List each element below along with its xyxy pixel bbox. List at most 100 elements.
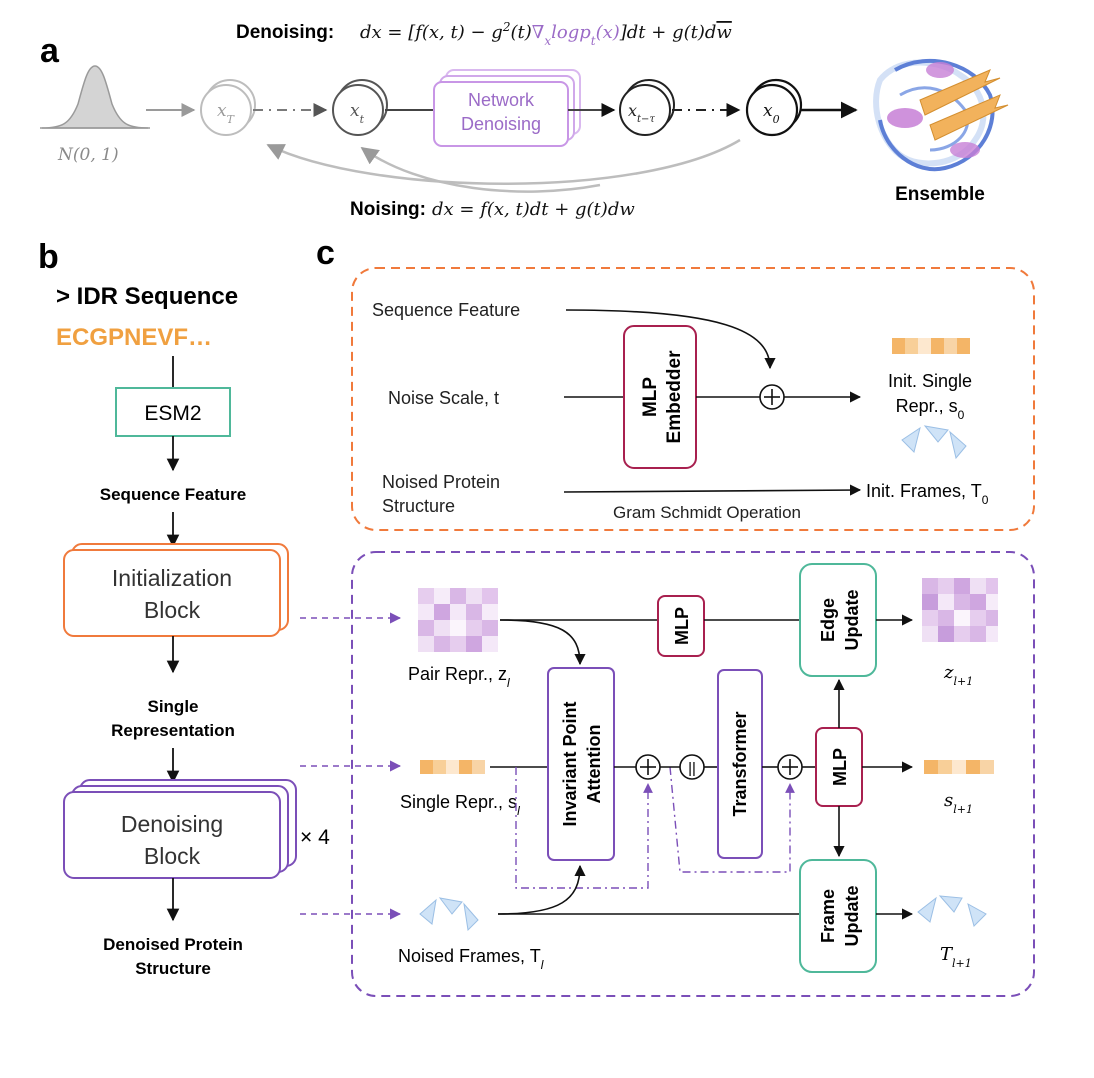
node-xttau-x: x (628, 101, 637, 120)
s-out-label: sl+1 (944, 790, 973, 816)
network-box (433, 81, 569, 147)
transformer-box (717, 669, 763, 859)
node-x0 (745, 83, 799, 137)
init-frames-text: Init. Frames, T (866, 481, 982, 501)
node-xttau-sub: t−τ (637, 114, 655, 125)
arrow-frames-ipa (497, 864, 586, 915)
noised-frames-icon (419, 897, 479, 932)
denoise-formula-tail: ]dt + g(t)d (619, 22, 717, 43)
b-output-1: Denoised Protein (103, 935, 243, 954)
node-xT-label: xT (217, 101, 236, 126)
c-noised-struct-1: Noised Protein (382, 472, 500, 492)
denoising-title: Denoising: (236, 22, 334, 43)
s-out-text: s (944, 790, 953, 811)
init-single-strip (892, 338, 970, 354)
denoise-formula-log: logp (551, 22, 591, 43)
gaussian-curve (41, 65, 149, 129)
idr-sequence: ECGPNEVF… (56, 324, 212, 351)
node-x0-sub: 0 (773, 113, 780, 126)
esm2-label: ESM2 (144, 402, 201, 425)
noised-frames-label: Noised Frames, Tl (398, 946, 544, 972)
init-block (63, 549, 281, 637)
node-xT-sub: T (227, 113, 236, 126)
denoise-formula-grad: ∇ (532, 22, 545, 43)
t-out-label: Tl+1 (940, 944, 972, 970)
denoise-region (351, 551, 1035, 997)
t-out-frames-icon (917, 895, 987, 927)
noising-arc-long (266, 138, 741, 185)
mlp-embedder-label-2: Embedder (664, 350, 685, 444)
panel-a-label: a (40, 32, 60, 70)
init-single-2-sub: 0 (958, 408, 965, 422)
panel-c-label: c (316, 234, 335, 272)
z-out-sub: l+1 (953, 675, 973, 688)
node-x0-label: x0 (763, 101, 780, 126)
t-out-sub: l+1 (952, 957, 972, 970)
init-single-1: Init. Single (888, 371, 972, 391)
init-frames: Init. Frames, T0 (866, 481, 989, 507)
init-frames-icon (901, 425, 967, 460)
noised-frames-sub: l (541, 958, 544, 972)
denoise-block-label-1: Denoising (121, 811, 223, 837)
init-block-label-1: Initialization (112, 565, 232, 591)
c-noise-scale: Noise Scale, t (388, 388, 499, 408)
init-single-2: Repr., s0 (896, 396, 965, 422)
denoise-formula-grad-sub: x (544, 34, 551, 48)
init-block-label-2: Block (144, 597, 201, 623)
node-xT-x: x (217, 101, 227, 121)
residual-ipa (515, 767, 653, 889)
concat-label: || (688, 760, 696, 777)
idr-title: > IDR Sequence (56, 283, 238, 310)
ensemble-label: Ensemble (895, 184, 985, 205)
noising-formula: dx = f(x, t)dt + g(t)dw (432, 199, 635, 220)
s-out-sub: l+1 (953, 803, 973, 816)
arrow-pair-ipa (499, 619, 586, 666)
mlp-embedder-label-1: MLP (640, 377, 661, 417)
b-single-rep-1: Single (147, 697, 198, 716)
edge-update-box (799, 563, 877, 677)
edge-update-1: Edge (818, 598, 838, 642)
mlp-pair-label: MLP (672, 607, 692, 645)
denoise-formula-wbar: w (716, 22, 732, 43)
noised-frames-text: Noised Frames, T (398, 946, 541, 966)
denoise-block (63, 791, 281, 879)
denoise-formula-lead: dx = [f(x, t) − g (360, 22, 503, 43)
node-xt-x: x (350, 101, 360, 121)
node-xt (332, 84, 384, 136)
c-seq-feature: Sequence Feature (372, 300, 520, 320)
t-out-text: T (940, 944, 954, 965)
init-single-2-text: Repr., s (896, 396, 958, 416)
node-xt-sub: t (360, 113, 365, 126)
init-region (351, 267, 1035, 531)
noising-title: Noising: (350, 199, 426, 220)
transformer-label: Transformer (730, 711, 750, 816)
denoise-formula-log-sub: t (591, 34, 596, 48)
b-seq-feature: Sequence Feature (100, 485, 246, 504)
single-repr-strip (420, 760, 485, 774)
node-x0-x: x (763, 101, 773, 121)
ensemble-protein-image (873, 58, 1009, 172)
arrow-seqfeat-plus (565, 309, 776, 370)
c-noised-struct-2: Structure (382, 496, 455, 516)
single-repr-label: Single Repr., sl (400, 792, 520, 818)
denoise-formula-log-arg: (x) (596, 22, 620, 43)
frame-update-2: Update (842, 885, 862, 946)
z-out-matrix (922, 578, 998, 642)
single-repr-sub: l (517, 804, 520, 818)
pair-repr-label: Pair Repr., zl (408, 664, 510, 690)
frame-update-1: Frame (818, 889, 838, 943)
denoise-formula-mid: (t) (510, 22, 531, 43)
ipa-label-2: Attention (584, 725, 604, 804)
denoising-formula: dx = [f(x, t) − g2(t)∇xlogpt(x)]dt + g(t… (360, 20, 732, 48)
z-out-text: z (943, 662, 954, 683)
node-xttau-label: xt−τ (628, 101, 655, 125)
s-out-strip (924, 760, 994, 774)
denoise-formula-sup: 2 (502, 20, 511, 34)
node-xT (200, 84, 252, 136)
esm2-box (115, 387, 231, 437)
z-out-label: zl+1 (943, 662, 973, 688)
network-label-2: Denoising (461, 114, 541, 134)
node-xt-label: xt (350, 101, 365, 126)
denoise-block-label-2: Block (144, 843, 201, 869)
